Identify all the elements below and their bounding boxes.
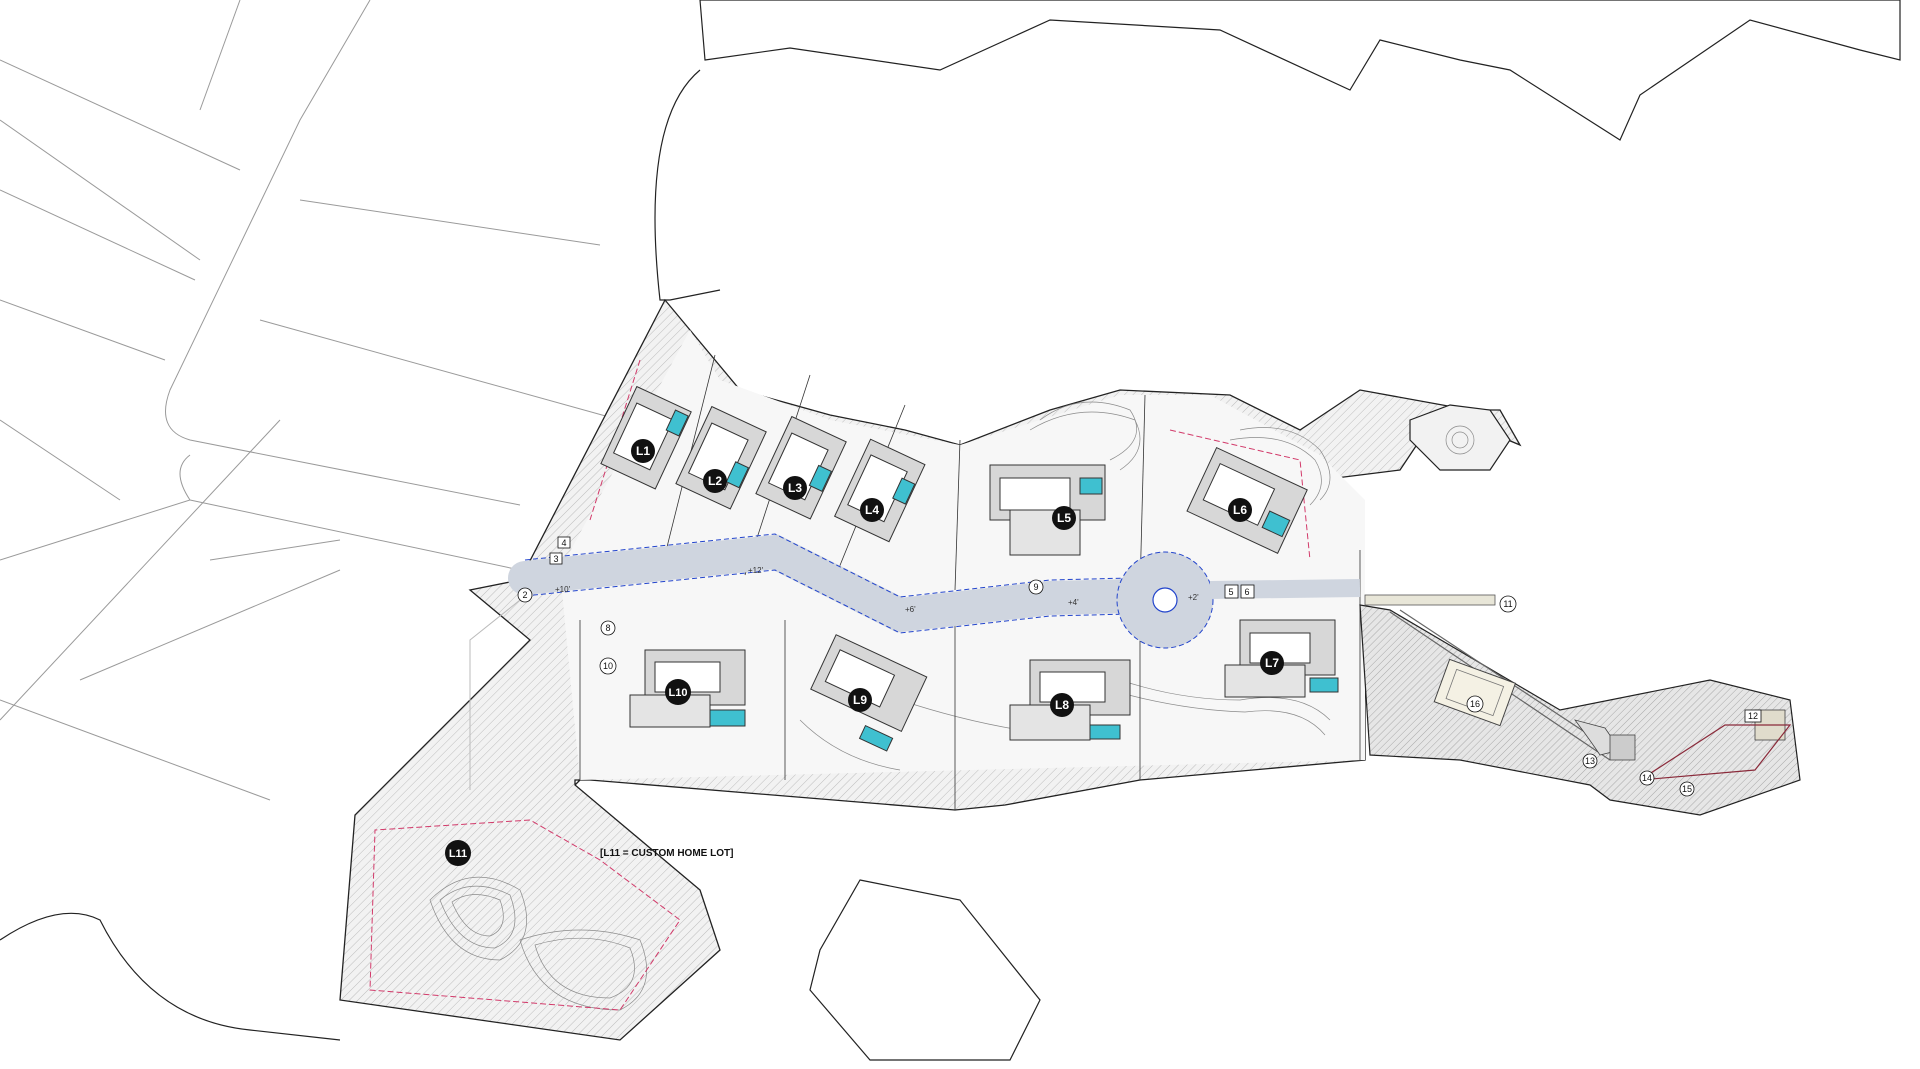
elevation-label: +6' bbox=[905, 605, 916, 614]
key-marker-16[interactable]: 16 bbox=[1466, 695, 1484, 713]
lot-markers: L1 L2 L3 L4 L5 L6 L7 L8 bbox=[445, 439, 1284, 866]
key-marker-6[interactable]: 6 bbox=[1240, 584, 1255, 599]
lot-marker-l5[interactable]: L5 bbox=[1052, 506, 1076, 530]
lot-marker-l2[interactable]: L2 bbox=[703, 469, 727, 493]
key-marker-4[interactable]: 4 bbox=[557, 536, 571, 549]
svg-text:9: 9 bbox=[1033, 582, 1038, 592]
svg-text:10: 10 bbox=[603, 661, 613, 671]
lot-label-l7: L7 bbox=[1265, 656, 1279, 670]
lot-marker-l4[interactable]: L4 bbox=[860, 498, 884, 522]
lot-marker-l11[interactable]: L11 bbox=[445, 840, 471, 866]
elevation-label: +2' bbox=[1188, 593, 1199, 602]
svg-text:3: 3 bbox=[553, 554, 558, 564]
lot-marker-l9[interactable]: L9 bbox=[848, 688, 872, 712]
key-marker-5[interactable]: 5 bbox=[1224, 584, 1239, 599]
lot-label-l5: L5 bbox=[1057, 511, 1071, 525]
key-marker-8[interactable]: 8 bbox=[600, 620, 616, 636]
elevation-label: +12' bbox=[748, 566, 764, 575]
lot-marker-l6[interactable]: L6 bbox=[1228, 498, 1252, 522]
key-marker-2[interactable]: 2 bbox=[517, 587, 533, 603]
context-parcels bbox=[0, 0, 621, 801]
svg-text:16: 16 bbox=[1470, 699, 1480, 709]
svg-text:12: 12 bbox=[1748, 711, 1758, 721]
lot-marker-l1[interactable]: L1 bbox=[631, 439, 655, 463]
key-marker-15[interactable]: 15 bbox=[1679, 781, 1695, 797]
amenity-area bbox=[1359, 404, 1801, 816]
lot-label-l1: L1 bbox=[636, 444, 650, 458]
elevation-labels: +10' +12' +6' +4' +2' bbox=[555, 566, 1199, 614]
custom-lot-note: [L11 = CUSTOM HOME LOT] bbox=[600, 848, 733, 859]
lot-label-l2: L2 bbox=[708, 474, 722, 488]
lot-label-l6: L6 bbox=[1233, 503, 1247, 517]
lot-label-l8: L8 bbox=[1055, 698, 1069, 712]
elevation-label: +10' bbox=[555, 585, 571, 594]
lot-label-l3: L3 bbox=[788, 481, 802, 495]
key-marker-13[interactable]: 13 bbox=[1582, 753, 1598, 769]
lot-label-l10: L10 bbox=[669, 687, 688, 699]
svg-text:5: 5 bbox=[1228, 587, 1233, 597]
svg-text:6: 6 bbox=[1244, 587, 1249, 597]
lot-label-l11: L11 bbox=[449, 848, 467, 860]
svg-text:8: 8 bbox=[605, 623, 610, 633]
key-marker-3[interactable]: 3 bbox=[549, 552, 563, 565]
key-markers: 2 3 4 5 6 8 9 10 11 12 13 14 15 16 bbox=[517, 536, 1762, 797]
svg-text:14: 14 bbox=[1642, 773, 1652, 783]
lot-marker-l7[interactable]: L7 bbox=[1260, 651, 1284, 675]
svg-text:13: 13 bbox=[1585, 756, 1595, 766]
house-footprints bbox=[600, 385, 1339, 752]
svg-text:15: 15 bbox=[1682, 784, 1692, 794]
key-marker-10[interactable]: 10 bbox=[599, 657, 617, 675]
svg-text:4: 4 bbox=[561, 538, 566, 548]
lot-marker-l10[interactable]: L10 bbox=[665, 679, 691, 705]
lot-label-l9: L9 bbox=[853, 693, 867, 707]
lot-label-l4: L4 bbox=[865, 503, 879, 517]
key-marker-14[interactable]: 14 bbox=[1639, 770, 1655, 786]
svg-text:11: 11 bbox=[1503, 599, 1512, 609]
lot-marker-l8[interactable]: L8 bbox=[1050, 693, 1074, 717]
svg-text:2: 2 bbox=[522, 590, 527, 600]
lot-marker-l3[interactable]: L3 bbox=[783, 476, 807, 500]
key-marker-9[interactable]: 9 bbox=[1028, 579, 1044, 595]
key-marker-11[interactable]: 11 bbox=[1499, 595, 1517, 613]
elevation-label: +4' bbox=[1068, 598, 1079, 607]
key-marker-12[interactable]: 12 bbox=[1744, 709, 1762, 723]
